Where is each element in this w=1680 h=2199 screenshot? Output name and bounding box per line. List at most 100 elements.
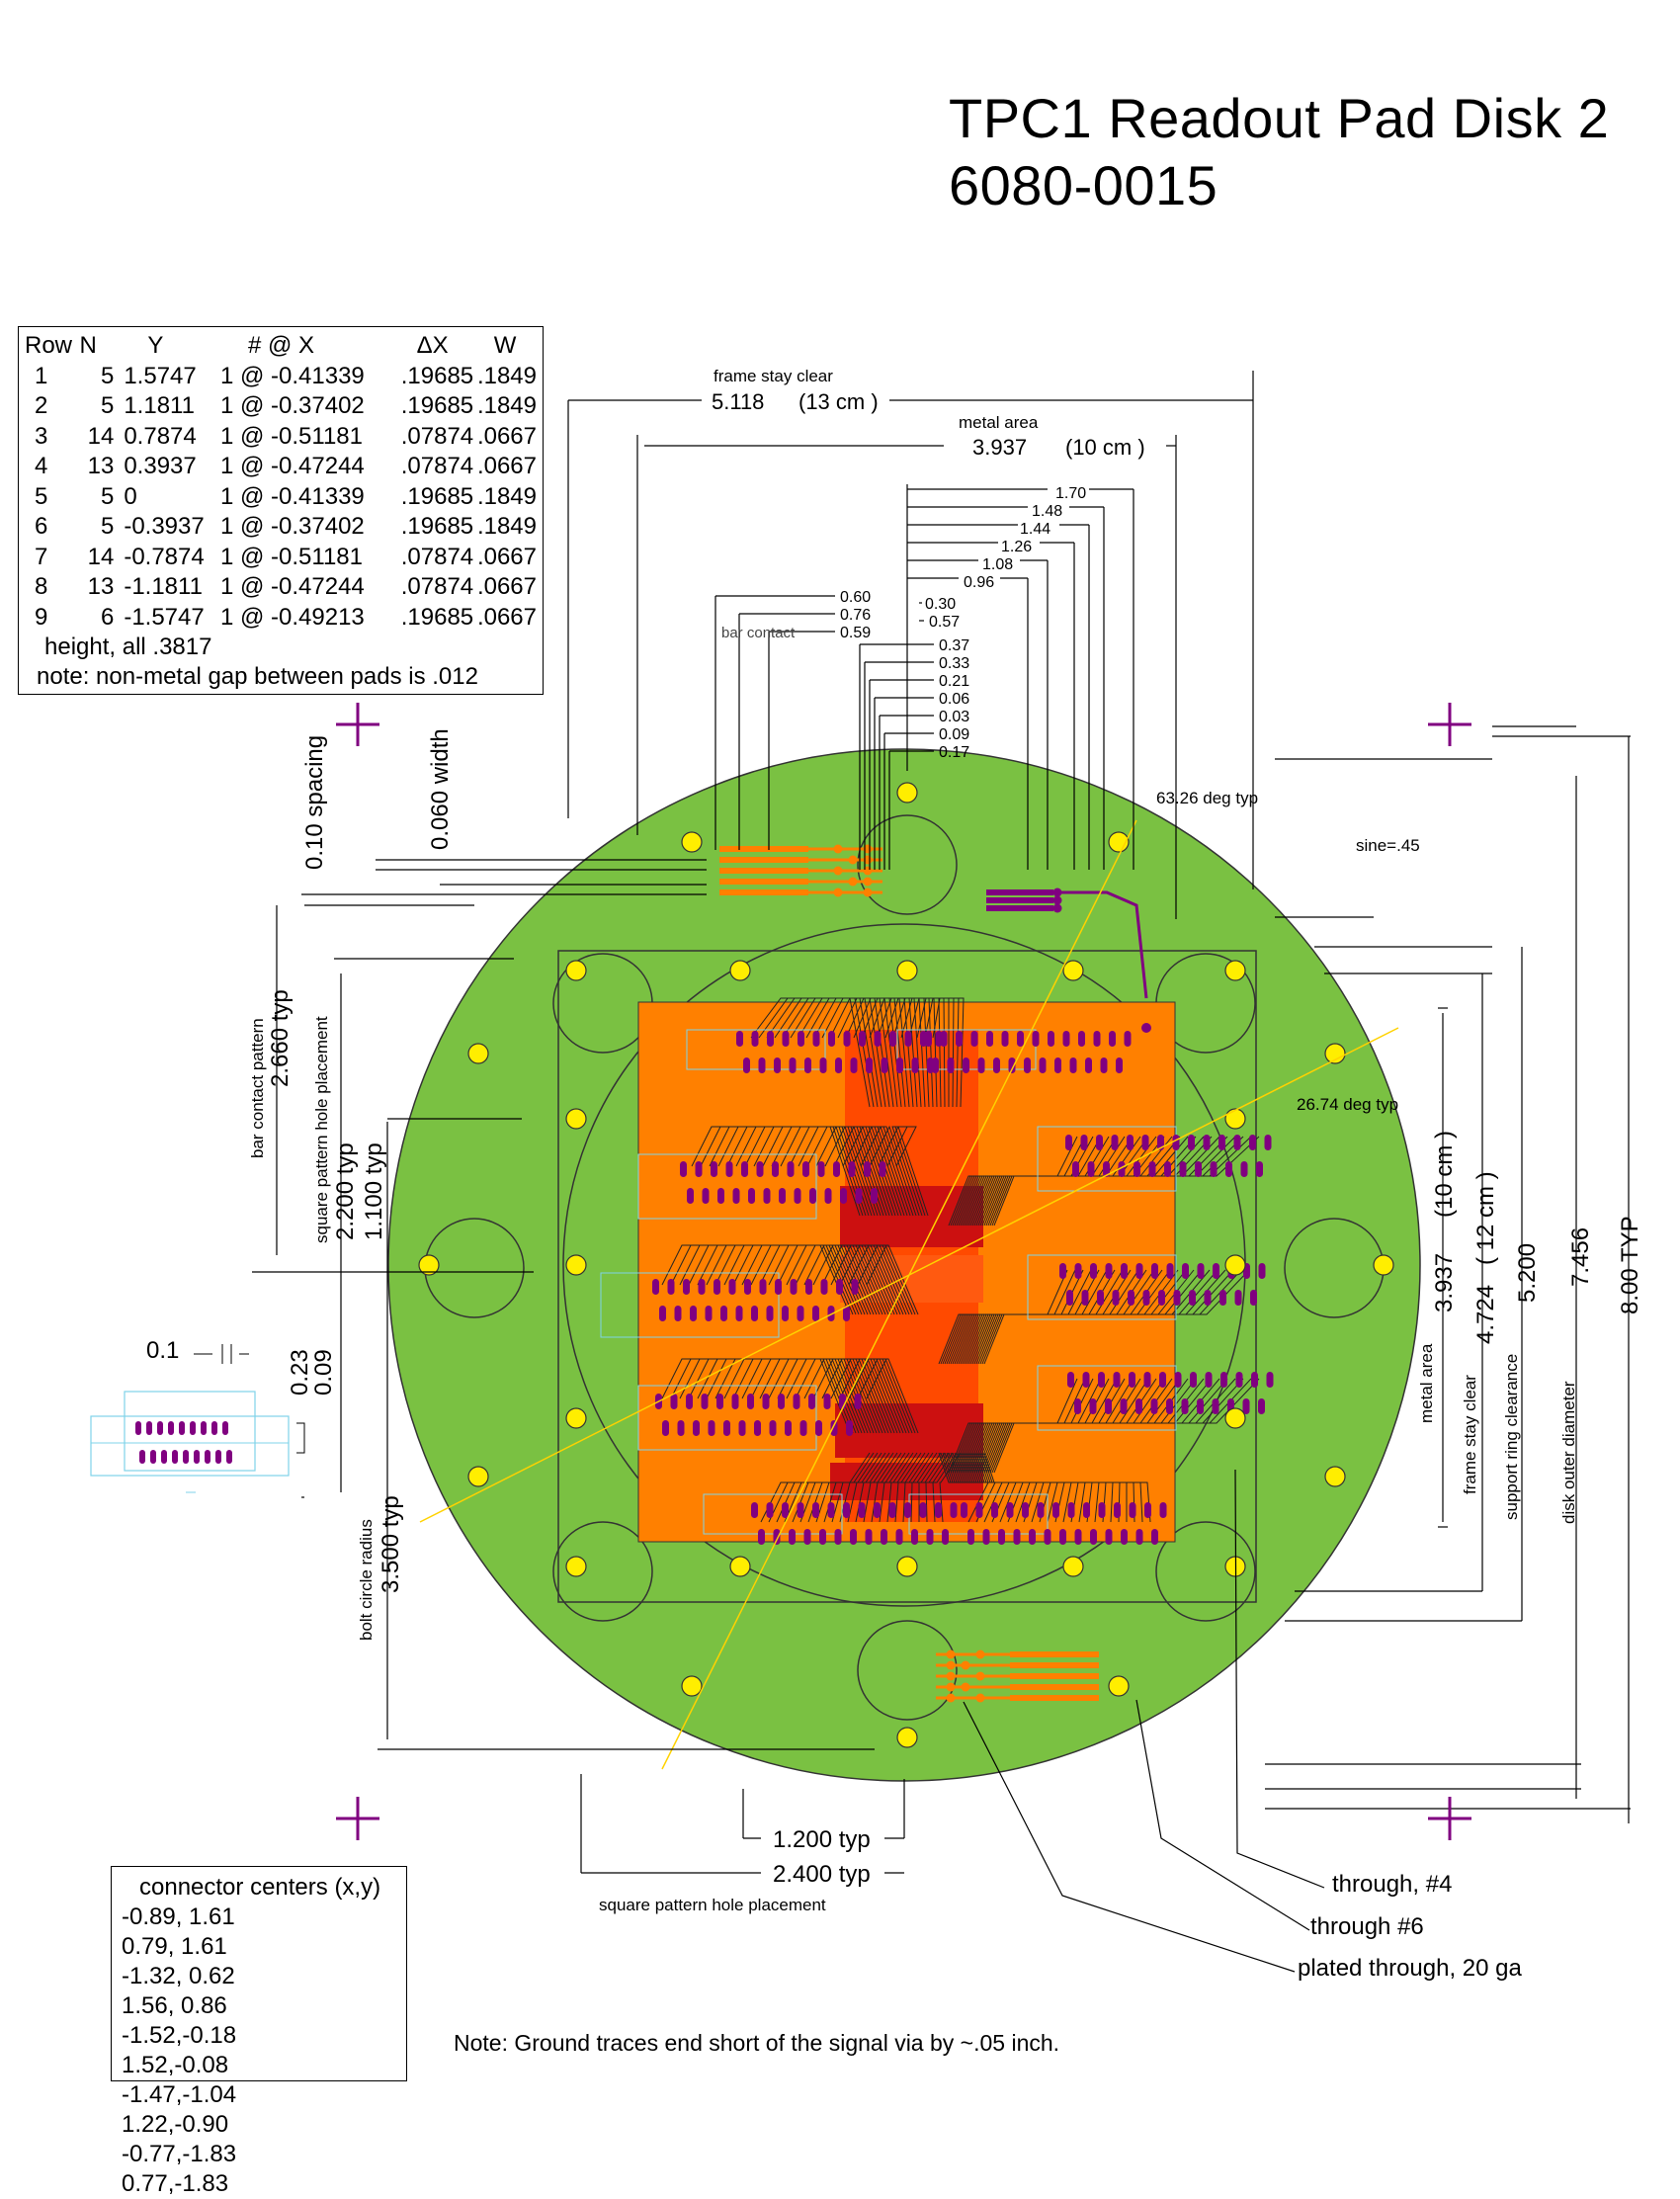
mounting-hole	[418, 1254, 440, 1276]
via	[769, 1420, 777, 1436]
bar-contact-via	[946, 1682, 956, 1692]
mounting-hole	[565, 960, 587, 981]
disk-outer-diameter-value: 7.456	[1567, 1226, 1594, 1287]
via	[782, 1031, 790, 1047]
via	[1121, 1529, 1128, 1545]
via	[879, 1161, 886, 1177]
bar-contact-via	[961, 1660, 970, 1670]
via	[1116, 1057, 1123, 1073]
table-cell: .19685	[400, 513, 474, 540]
bar-contact-via	[833, 888, 843, 897]
via	[687, 1188, 694, 1204]
bar-contact-trace	[719, 868, 808, 874]
table-cell: 1.5747	[124, 362, 197, 389]
bar-contact-via	[975, 1693, 985, 1703]
mounting-hole	[467, 1466, 489, 1487]
table-cell: .1849	[476, 482, 537, 510]
table-cell: 1 @ -0.49213	[219, 603, 365, 631]
via	[789, 1057, 797, 1073]
via	[1090, 1263, 1097, 1279]
via	[798, 1031, 804, 1047]
via	[1144, 1502, 1151, 1518]
tick-label-0-59: 0.59	[840, 625, 872, 641]
frame-square	[557, 950, 1257, 1603]
via	[793, 1394, 800, 1409]
via	[1103, 1161, 1110, 1177]
bar-contact-via	[848, 855, 858, 865]
table-cell: .1849	[476, 362, 537, 389]
via	[1105, 1529, 1113, 1545]
mounting-hole	[1224, 960, 1246, 981]
pad-detail	[90, 1344, 305, 1493]
via	[1074, 1529, 1082, 1545]
via	[1158, 1290, 1165, 1306]
via	[1098, 1372, 1105, 1388]
via	[1219, 1290, 1226, 1306]
right-frame-value: 4.724	[1472, 1284, 1499, 1344]
via	[794, 1188, 801, 1204]
leader-plated	[963, 1701, 1296, 1973]
via	[785, 1420, 792, 1436]
via	[998, 1529, 1005, 1545]
table-cell: 0.7874	[124, 422, 197, 450]
via	[1204, 1290, 1212, 1306]
mounting-hole	[565, 1407, 587, 1429]
square-pattern-label-left: square pattern hole placement	[312, 1016, 331, 1243]
drawing-title: TPC1 Readout Pad Disk 2	[949, 87, 1610, 149]
bar-contact-connectors	[719, 844, 1151, 1703]
metal-area-label: metal area	[959, 413, 1039, 432]
via	[843, 1306, 850, 1321]
via	[1141, 1135, 1149, 1150]
detail-via	[146, 1421, 152, 1435]
via	[1164, 1161, 1171, 1177]
tick-label-0-60: 0.60	[840, 589, 872, 606]
table-cell: 1 @ -0.41339	[219, 362, 365, 389]
via	[744, 1279, 751, 1295]
clearance-circle-bl	[552, 1521, 653, 1622]
via	[1044, 1529, 1051, 1545]
via	[1197, 1263, 1205, 1279]
via	[888, 1502, 896, 1518]
height-note: height, all .3817	[44, 634, 212, 660]
hole-leaders	[963, 1469, 1325, 1973]
trace	[932, 997, 965, 1108]
table-cell: 1 @ -0.37402	[219, 392, 365, 419]
table-cell: .0667	[476, 422, 537, 450]
via	[762, 1394, 770, 1409]
via	[1266, 1372, 1274, 1388]
detail-via	[183, 1450, 189, 1464]
via	[670, 1394, 678, 1409]
table-cell: 1.1811	[124, 392, 195, 419]
via	[751, 1031, 759, 1047]
via	[758, 1057, 766, 1073]
sine-label: sine=.45	[1356, 836, 1420, 855]
table-cell: .0667	[476, 453, 537, 479]
via	[970, 1031, 978, 1047]
via	[881, 1529, 887, 1545]
detail-via	[168, 1421, 174, 1435]
via	[1190, 1372, 1197, 1388]
detail-via	[139, 1450, 145, 1464]
detail-via	[194, 1450, 200, 1464]
mounting-hole	[1324, 1043, 1346, 1064]
bar-contact-via	[1052, 888, 1062, 897]
via	[843, 1502, 850, 1518]
connector-cell: -1.32, 0.62	[122, 1963, 235, 1989]
via	[836, 1279, 843, 1295]
via	[864, 1161, 871, 1177]
trace	[983, 1452, 1151, 1523]
trace	[866, 1358, 919, 1434]
bar-contact-trace	[1010, 1651, 1099, 1657]
via	[1205, 1372, 1213, 1388]
via	[1013, 1529, 1021, 1545]
pad-outline	[1037, 1126, 1177, 1192]
table-cell: 5	[100, 362, 115, 389]
via	[717, 1188, 724, 1204]
via	[1150, 1398, 1158, 1414]
header-dx: ΔX	[416, 332, 449, 359]
